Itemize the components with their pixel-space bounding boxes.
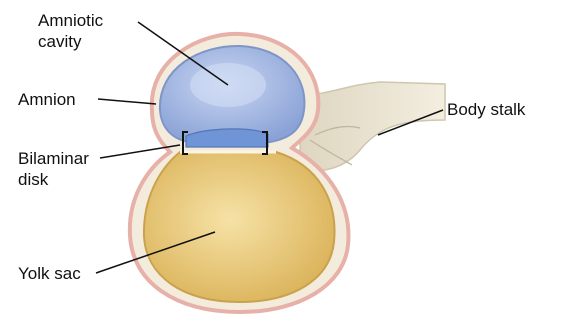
label-bilaminar-disk: Bilaminar disk — [18, 148, 89, 190]
label-amniotic-cavity: Amniotic cavity — [38, 10, 103, 52]
label-body-stalk: Body stalk — [447, 99, 525, 120]
yolk-sac-shape — [144, 152, 335, 302]
label-bilaminar-disk-line2: disk — [18, 169, 89, 190]
label-bilaminar-disk-line1: Bilaminar — [18, 148, 89, 169]
bilaminar-disk-shape — [186, 129, 268, 147]
label-yolk-sac: Yolk sac — [18, 263, 81, 284]
leader-amnion — [98, 99, 156, 104]
body-stalk-shape — [300, 82, 445, 172]
label-amniotic-cavity-line1: Amniotic — [38, 10, 103, 31]
label-amnion: Amnion — [18, 89, 76, 110]
label-amniotic-cavity-line2: cavity — [38, 31, 103, 52]
